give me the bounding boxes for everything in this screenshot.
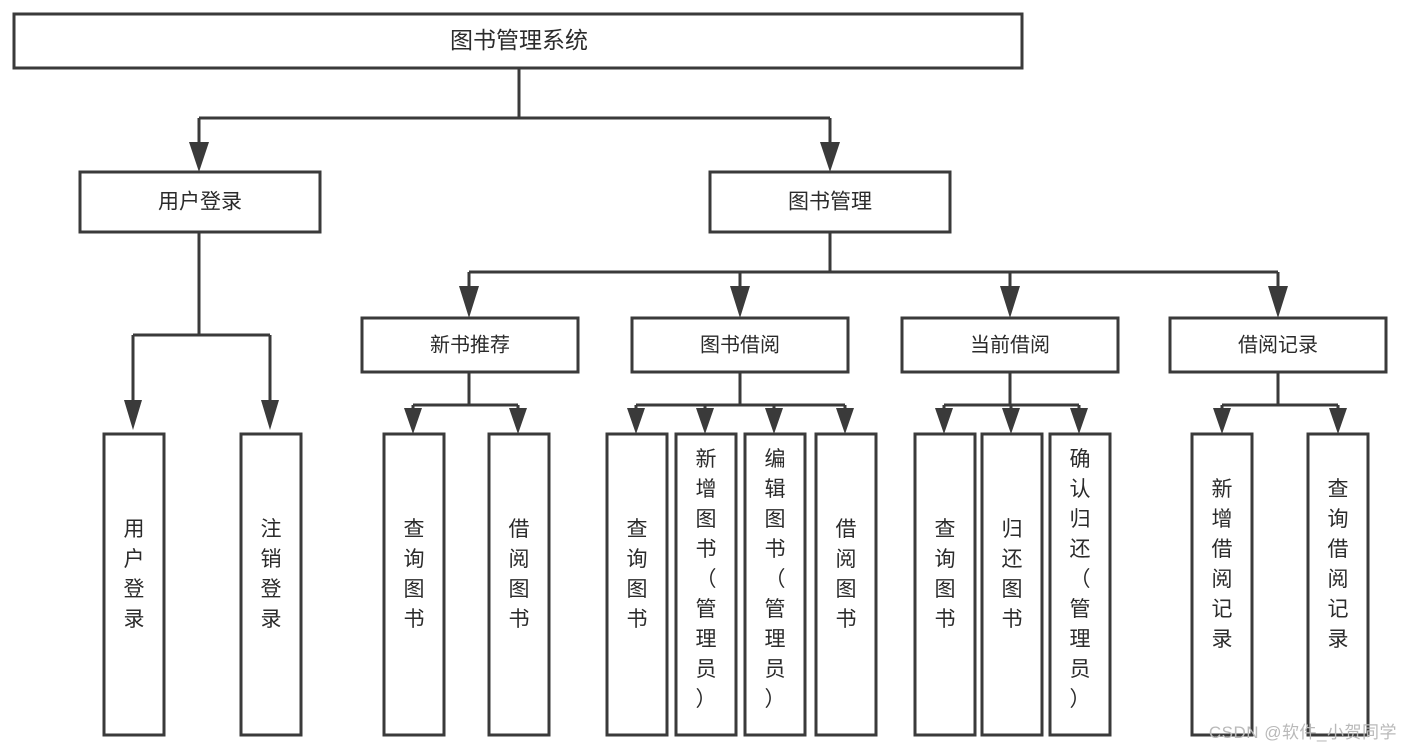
node-borrow-record[interactable]: 借阅记录 [1168, 316, 1388, 374]
leaf-label: 新增借阅记录 [1212, 478, 1233, 651]
leaf-label: 查询图书 [935, 518, 956, 631]
arrow-head-icon [627, 408, 645, 434]
leaf-label: 查询图书 [627, 518, 648, 631]
node-box [487, 432, 551, 737]
node-user-login[interactable]: 用户登录 [78, 170, 322, 234]
node-root-book-management-system[interactable]: 图书管理系统 [12, 12, 1024, 70]
node-box [743, 432, 807, 737]
arrow-head-icon [935, 408, 953, 434]
node-box [708, 170, 952, 234]
node-label: 图书管理 [788, 191, 872, 214]
node-box [382, 432, 446, 737]
leaf-new-book-recommend-1[interactable]: 借阅图书 [487, 432, 551, 737]
leaf-label: 注销登录 [261, 518, 282, 631]
leaf-book-borrow-0[interactable]: 查询图书 [605, 432, 669, 737]
connectors [124, 68, 1347, 434]
leaf-current-borrow-2[interactable]: 确认归还（管理员） [1048, 432, 1112, 737]
arrow-head-icon [836, 408, 854, 434]
leaf-user-login-0[interactable]: 用户登录 [102, 432, 166, 737]
arrow-head-icon [1213, 408, 1231, 434]
arrow-head-icon [189, 142, 209, 172]
node-box [980, 432, 1044, 737]
node-box [814, 432, 878, 737]
arrow-head-icon [1002, 408, 1020, 434]
leaf-label: 编辑图书（管理员） [765, 448, 786, 711]
arrow-head-icon [696, 408, 714, 434]
node-book-borrow[interactable]: 图书借阅 [630, 316, 850, 374]
leaf-book-borrow-1[interactable]: 新增图书（管理员） [674, 432, 738, 737]
node-box [913, 432, 977, 737]
node-box [630, 316, 850, 374]
node-box [360, 316, 580, 374]
node-box [78, 170, 322, 234]
node-box [900, 316, 1120, 374]
node-box [12, 12, 1024, 70]
arrow-head-icon [765, 408, 783, 434]
node-label: 新书推荐 [430, 333, 510, 356]
leaf-label: 新增图书（管理员） [696, 448, 717, 711]
node-box [1190, 432, 1254, 737]
arrow-head-icon [404, 408, 422, 434]
arrow-head-icon [1329, 408, 1347, 434]
node-book-management[interactable]: 图书管理 [708, 170, 952, 234]
leaf-label: 借阅图书 [509, 518, 530, 631]
node-box [674, 432, 738, 737]
node-label: 借阅记录 [1238, 333, 1318, 356]
arrow-head-icon [509, 408, 527, 434]
leaf-current-borrow-1[interactable]: 归还图书 [980, 432, 1044, 737]
leaf-borrow-record-0[interactable]: 新增借阅记录 [1190, 432, 1254, 737]
node-new-book-recommend[interactable]: 新书推荐 [360, 316, 580, 374]
node-box [605, 432, 669, 737]
arrow-head-icon [261, 400, 279, 430]
node-label: 当前借阅 [970, 333, 1050, 356]
watermark: CSDN @软件_小贺同学 [1208, 723, 1397, 742]
leaf-book-borrow-2[interactable]: 编辑图书（管理员） [743, 432, 807, 737]
arrow-head-icon [1070, 408, 1088, 434]
node-box [1048, 432, 1112, 737]
leaf-label: 用户登录 [124, 518, 145, 631]
leaf-current-borrow-0[interactable]: 查询图书 [913, 432, 977, 737]
node-current-borrow[interactable]: 当前借阅 [900, 316, 1120, 374]
node-box [239, 432, 303, 737]
node-label: 图书借阅 [700, 333, 780, 356]
leaf-label: 借阅图书 [836, 518, 857, 631]
leaf-new-book-recommend-0[interactable]: 查询图书 [382, 432, 446, 737]
arrow-head-icon [730, 286, 750, 318]
node-box [102, 432, 166, 737]
leaf-label: 查询图书 [404, 518, 425, 631]
node-box [1306, 432, 1370, 737]
node-box [1168, 316, 1388, 374]
node-label: 图书管理系统 [450, 27, 588, 53]
node-label: 用户登录 [158, 191, 242, 214]
arrow-head-icon [1268, 286, 1288, 318]
leaf-book-borrow-3[interactable]: 借阅图书 [814, 432, 878, 737]
arrow-head-icon [124, 400, 142, 430]
leaf-label: 确认归还（管理员） [1070, 448, 1091, 711]
leaf-label: 查询借阅记录 [1328, 478, 1349, 651]
arrow-head-icon [1000, 286, 1020, 318]
leaf-borrow-record-1[interactable]: 查询借阅记录 [1306, 432, 1370, 737]
leaf-label: 归还图书 [1002, 518, 1023, 631]
arrow-head-icon [459, 286, 479, 318]
leaf-user-login-1[interactable]: 注销登录 [239, 432, 303, 737]
arrow-head-icon [820, 142, 840, 172]
